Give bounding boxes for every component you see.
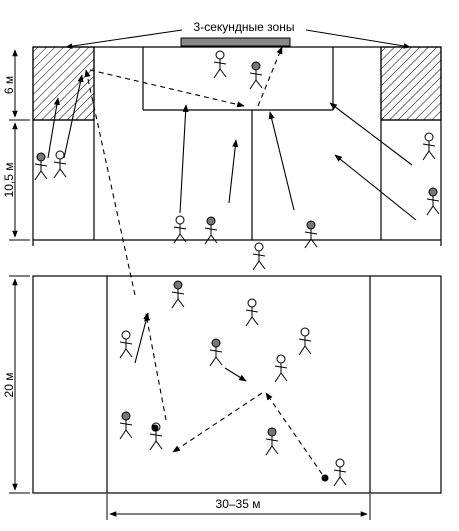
player-figure bbox=[119, 330, 133, 359]
dimension-lines bbox=[9, 49, 371, 520]
three-second-zone-left bbox=[32, 46, 95, 121]
pass-arrows bbox=[84, 46, 323, 475]
dim-width-label: 30–35 м bbox=[216, 497, 261, 511]
dim-20m-label: 20 м bbox=[2, 373, 16, 398]
player-figure bbox=[171, 280, 185, 309]
dim-10-5m-label: 10,5 м bbox=[2, 163, 16, 198]
player-figure bbox=[333, 458, 347, 487]
zones-pointer-right bbox=[305, 29, 411, 49]
player-figure bbox=[173, 215, 187, 244]
backboard bbox=[180, 37, 291, 47]
three-second-zone-right bbox=[380, 46, 442, 121]
player-figure bbox=[274, 354, 288, 383]
player-figure bbox=[422, 132, 436, 161]
zones-label: 3-секундные зоны bbox=[194, 20, 295, 34]
player-figure bbox=[426, 187, 440, 216]
player-figure bbox=[213, 50, 227, 79]
movement-arrows bbox=[47, 74, 417, 382]
ball bbox=[151, 424, 159, 432]
player-figure bbox=[209, 338, 223, 367]
player-figure bbox=[119, 411, 133, 440]
player-figure bbox=[34, 152, 48, 181]
player-figure bbox=[304, 220, 318, 249]
player-figure bbox=[298, 327, 312, 356]
ball bbox=[321, 474, 329, 482]
player-figure bbox=[249, 61, 263, 90]
player-figure bbox=[53, 150, 67, 179]
zones-pointer-left bbox=[65, 29, 183, 49]
player-figure bbox=[252, 242, 266, 271]
dim-6m-label: 6 м bbox=[2, 76, 16, 94]
player-figure bbox=[265, 427, 279, 456]
player-figure bbox=[245, 298, 259, 327]
